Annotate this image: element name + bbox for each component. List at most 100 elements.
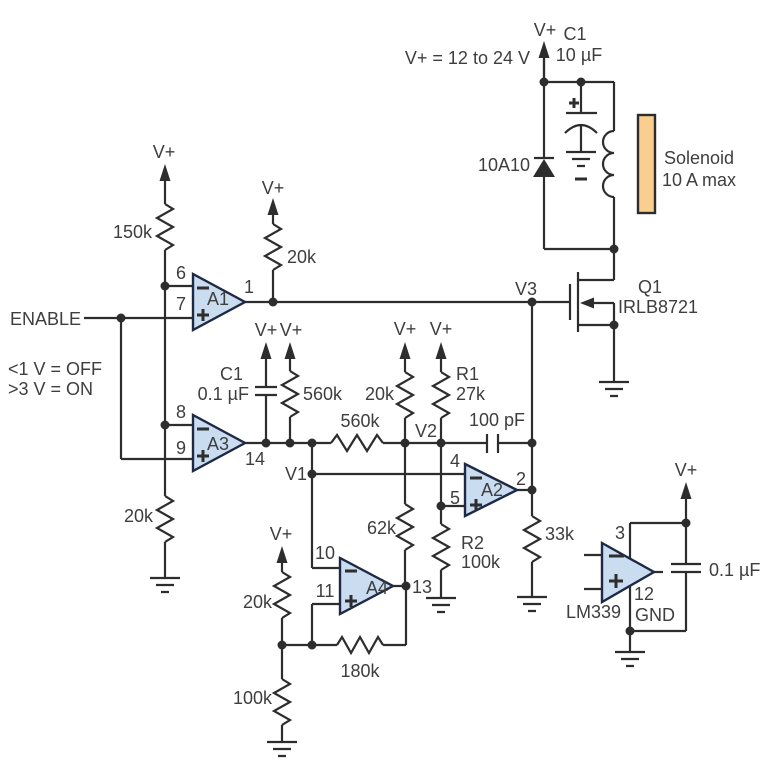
pin-a4-non: 11 — [316, 581, 335, 601]
filter-cap-ref: C1 — [220, 364, 243, 384]
bypass-capacitor — [671, 562, 701, 574]
vplus-arrow-lm339 — [680, 482, 692, 523]
noninverting-input-sign — [609, 574, 623, 588]
resistor-33k — [521, 515, 543, 563]
lm339-gnd-label: GND — [635, 605, 675, 625]
noninverting-input-sign — [345, 595, 357, 607]
vplus-arrow-r1 — [435, 342, 447, 372]
noninverting-input-sign — [197, 309, 209, 321]
resistor-62k — [394, 503, 416, 551]
resistor-r2-ref: R2 — [461, 533, 484, 553]
vplus-label: V+ — [534, 20, 557, 40]
resistor-r2-100k — [430, 523, 452, 571]
resistor-20k-enable — [154, 495, 176, 543]
cap-100pf-label: 100 pF — [469, 410, 525, 430]
vplus-label: V+ — [270, 524, 293, 544]
solenoid-rating: 10 A max — [662, 170, 736, 190]
resistor-180k-label: 180k — [340, 661, 380, 681]
resistor-20k-mid-label: 20k — [365, 384, 395, 404]
noninverting-input-sign — [470, 499, 482, 511]
resistor-560k-vert-label: 560k — [303, 384, 343, 404]
vplus-arrow-20k-mid — [399, 342, 411, 372]
comparator-a4 — [338, 556, 396, 616]
comparator-a1 — [191, 271, 248, 333]
flyback-diode — [533, 156, 555, 177]
vplus-label: V+ — [255, 320, 278, 340]
pin-a2-inv: 4 — [450, 451, 460, 471]
solenoid-coil — [601, 129, 615, 199]
resistor-20k-pullup — [262, 223, 284, 271]
resistor-20k-mid — [394, 371, 416, 419]
resistor-150k — [154, 203, 176, 251]
resistor-r2-value: 100k — [461, 552, 501, 572]
resistor-r1-ref: R1 — [456, 364, 479, 384]
mosfet-part: IRLB8721 — [618, 297, 698, 317]
ground-icon — [566, 150, 596, 168]
comparator-a3 — [191, 412, 248, 474]
enable-note-on: >3 V = ON — [8, 379, 93, 399]
diode-part: 10A10 — [478, 155, 530, 175]
bulk-cap-ref: C1 — [563, 24, 586, 44]
net-v2: V2 — [415, 421, 437, 441]
resistor-20k-enable-label: 20k — [124, 506, 154, 526]
ground-icon — [267, 740, 297, 758]
resistor-20k-divider — [271, 571, 293, 619]
lm339-part-label: LM339 — [566, 602, 621, 622]
vplus-label: V+ — [675, 460, 698, 480]
mosfet-q1-symbol — [568, 272, 594, 332]
resistor-150k-label: 150k — [113, 222, 153, 242]
vplus-arrow-top — [538, 41, 550, 82]
mosfet-ref: Q1 — [638, 277, 662, 297]
vplus-label: V+ — [153, 142, 176, 162]
resistor-r1-27k — [430, 371, 452, 419]
bypass-cap-label: 0.1 µF — [709, 560, 760, 580]
pin-a3-inv: 8 — [176, 402, 186, 422]
ground-icon — [517, 595, 547, 613]
vplus-arrow-560k — [284, 342, 296, 371]
resistor-100k-div-label: 100k — [233, 688, 273, 708]
vplus-label: V+ — [430, 319, 453, 339]
comparator-a4-name: A4 — [366, 578, 388, 598]
filter-cap-value: 0.1 µF — [198, 384, 249, 404]
pin-a1-non: 7 — [176, 294, 186, 314]
pin-lm339-vplus: 3 — [615, 523, 625, 543]
ground-icon — [615, 650, 645, 668]
ground-icon — [150, 576, 180, 594]
resistor-100k-divider — [271, 678, 293, 726]
polarity-plus-sign — [569, 98, 579, 108]
bulk-cap-value: 10 µF — [556, 45, 602, 65]
resistor-62k-label: 62k — [367, 518, 397, 538]
vplus-label: V+ — [262, 178, 285, 198]
vplus-arrow-pullup — [267, 198, 279, 224]
net-v3: V3 — [515, 279, 537, 299]
resistor-20k-div-label: 20k — [243, 592, 273, 612]
vplus-label: V+ — [394, 319, 417, 339]
comparator-a2-name: A2 — [481, 480, 503, 500]
filter-capacitor — [255, 385, 277, 397]
comparator-a2 — [463, 462, 520, 518]
pin-a4-inv: 10 — [315, 543, 335, 563]
junction-dots — [116, 77, 691, 650]
ground-icon — [426, 596, 456, 614]
pin-a3-non: 9 — [176, 438, 186, 458]
resistor-33k-label: 33k — [545, 524, 575, 544]
resistor-20k-pullup-label: 20k — [287, 247, 317, 267]
pin-a1-inv: 6 — [176, 263, 186, 283]
vplus-arrow-filter-cap — [260, 342, 272, 387]
comparator-lm339-power — [600, 540, 657, 605]
pin-a4-out: 13 — [412, 577, 432, 597]
pin-a2-non: 5 — [450, 488, 460, 508]
vplus-arrow-divider — [276, 546, 288, 572]
enable-label: ENABLE — [10, 309, 81, 329]
comparator-a3-name: A3 — [207, 434, 229, 454]
resistor-560k-horizontal — [330, 432, 384, 454]
vplus-arrow-150k — [159, 164, 171, 204]
noninverting-input-sign — [197, 450, 209, 462]
vplus-label: V+ — [280, 320, 303, 340]
net-v1: V1 — [285, 464, 307, 484]
bulk-capacitor — [564, 98, 598, 181]
supply-note: V+ = 12 to 24 V — [405, 48, 530, 68]
pin-a2-out: 2 — [516, 469, 526, 489]
resistor-180k — [336, 634, 384, 656]
